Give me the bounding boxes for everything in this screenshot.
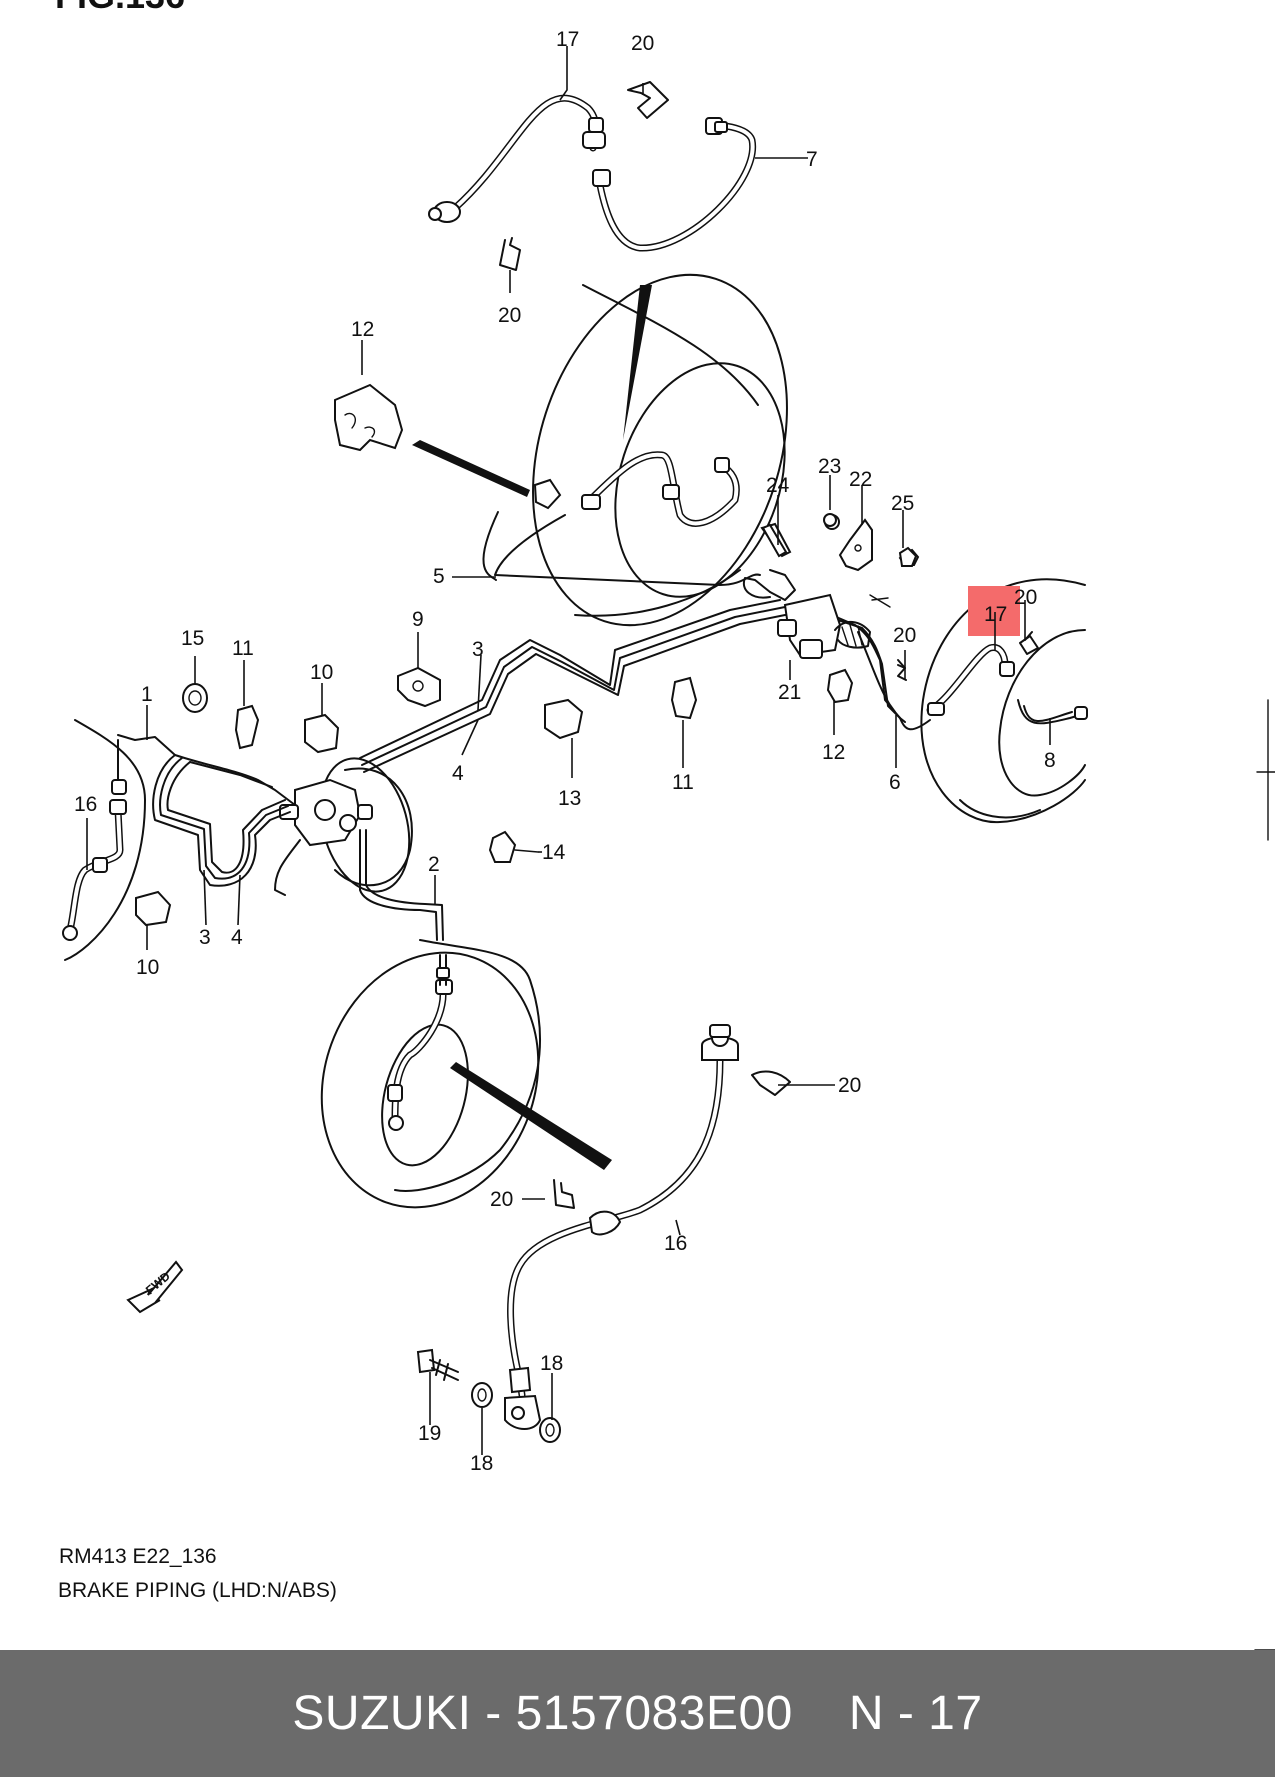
callout-17: 17 [556,28,579,51]
callout-16: 16 [74,793,97,816]
callout-12: 12 [822,741,845,764]
callout-23: 23 [818,455,841,478]
upper-wheel [532,273,788,627]
callout-2: 2 [428,853,440,876]
callout-4: 4 [231,926,243,949]
footer-part-info: SUZUKI - 5157083E00 N - 17 [292,1686,982,1741]
callout-20: 20 [1014,586,1037,609]
main-pipe-run [359,511,906,773]
callout-18: 18 [470,1452,493,1475]
diagram-code: RM413 E22_136 [59,1545,217,1568]
callout-25: 25 [891,492,914,515]
callout-labels: 17 20 7 20 12 24 23 22 25 5 17 20 9 3 15… [74,28,1056,1475]
callout-11: 11 [232,637,254,660]
clamp-12-upper [334,383,562,510]
figure-title: FIG.136 [55,0,185,16]
callout-18: 18 [540,1352,563,1375]
callout-4: 4 [452,762,464,785]
callout-3: 3 [472,638,484,661]
callout-11: 11 [672,771,694,794]
callout-3: 3 [199,926,211,949]
footer-separator: - [471,1687,516,1740]
callout-22: 22 [849,468,872,491]
lower-wheel [320,939,612,1209]
callout-14: 14 [542,841,566,864]
callout-6: 6 [889,771,901,794]
rear-hose-group [428,81,757,271]
callout-19: 19 [418,1422,441,1445]
footer-brand: SUZUKI [292,1687,472,1740]
callout-20: 20 [498,304,521,327]
callout-21: 21 [778,681,801,704]
callout-8: 8 [1044,749,1056,772]
footer-bar: SUZUKI - 5157083E00 N - 17 [0,1650,1275,1777]
callout-7: 7 [806,148,818,171]
leader-lines [86,46,1051,1455]
callout-10: 10 [310,661,333,684]
callout-17-highlighted: 17 [984,603,1007,626]
callout-9: 9 [412,608,424,631]
diagram-title: BRAKE PIPING (LHD:N/ABS) [58,1579,337,1602]
small-parts [135,513,1033,1443]
callout-20: 20 [893,624,916,647]
footer-reference: N - 17 [848,1687,983,1740]
long-hose-16 [504,1024,791,1430]
front-left-hose [62,799,127,941]
callout-15: 15 [181,627,204,650]
callout-5: 5 [433,565,445,588]
left-pipe-bundle [64,719,296,961]
master-cylinder [274,757,444,941]
callout-1: 1 [141,683,153,706]
highlight-box [968,586,1020,636]
callout-12: 12 [351,318,374,341]
callout-20: 20 [838,1074,861,1097]
edge-marks [1254,699,1275,1650]
callout-13: 13 [558,787,581,810]
callout-20: 20 [490,1188,513,1211]
footer-part-number: 5157083E00 [515,1687,793,1740]
parts-diagram: FIG.136 [55,0,1275,1650]
right-wheel [897,578,1088,824]
callout-10: 10 [136,956,159,979]
callout-24: 24 [766,474,790,497]
valve-block-21 [760,514,920,659]
fwd-arrow-icon: FWD [126,1260,184,1314]
callout-16: 16 [664,1232,687,1255]
callout-20: 20 [631,32,654,55]
